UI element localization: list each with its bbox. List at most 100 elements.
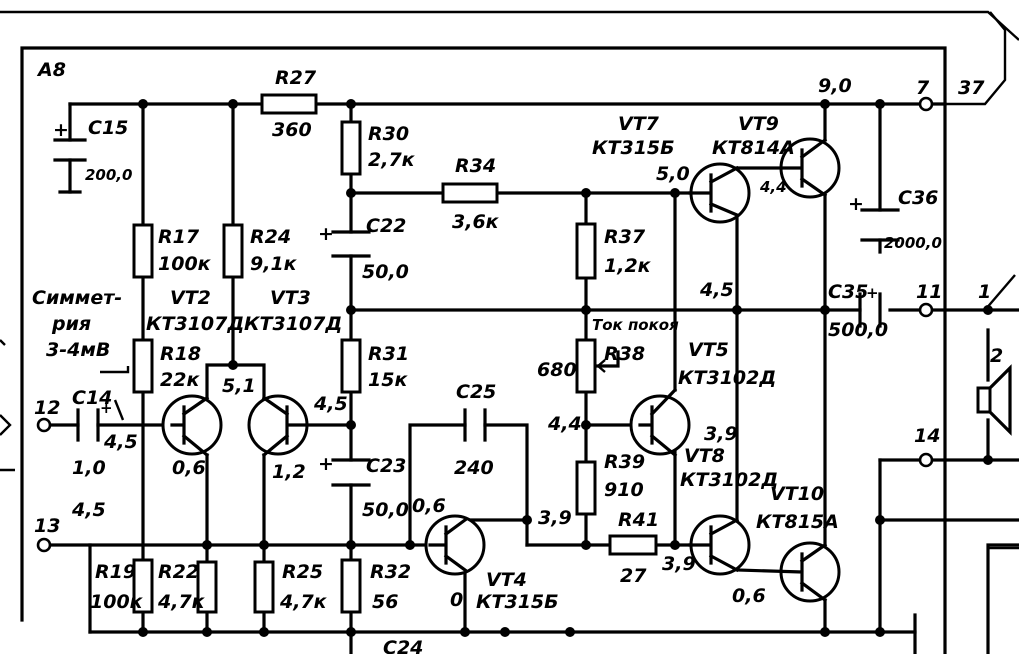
label-r32-ref: R32 — [370, 561, 411, 583]
pin1-arrow — [984, 274, 1016, 311]
label-c35-ref: C35 — [828, 281, 868, 303]
r18-trimmer-wiper — [100, 366, 130, 421]
label-vt8-ref: VT8 — [684, 445, 725, 467]
label-vt8-type: КТ3102Д — [680, 469, 778, 491]
label-c15-ref: C15 — [88, 117, 128, 139]
transistor-vt7 — [688, 162, 751, 224]
c36-plus: + — [848, 193, 864, 215]
pin-label-7: 7 — [916, 77, 930, 99]
c35-plus: + — [866, 284, 879, 302]
board-label: A8 — [36, 59, 66, 81]
label-vt10-ref: VT10 — [770, 483, 824, 505]
terminal-11 — [918, 302, 934, 318]
label-r37-ref: R37 — [604, 226, 646, 248]
label-r41-value: 27 — [620, 565, 647, 587]
label-r39-value: 910 — [604, 479, 644, 501]
voltage-vt3-emitter: 1,2 — [272, 461, 306, 483]
resistor-r24 — [222, 223, 244, 279]
label-r19-ref: R19 — [95, 561, 136, 583]
label-c14-ref: C14 — [72, 387, 112, 409]
label-r27-ref: R27 — [275, 67, 317, 89]
label-r19-value: 100к — [90, 591, 144, 613]
junctions — [138, 99, 993, 637]
terminal-14 — [918, 452, 934, 468]
annotation-symmetry-2: рия — [51, 313, 91, 335]
c15-plus: + — [53, 119, 69, 141]
voltage-vt5-emitter: 3,9 — [704, 423, 738, 445]
label-c36-ref: C36 — [898, 187, 938, 209]
label-c22-ref: C22 — [366, 215, 406, 237]
label-c22-value: 50,0 — [362, 261, 409, 283]
label-r27-value: 360 — [272, 119, 312, 141]
label-c14-value: 1,0 — [72, 457, 106, 479]
label-r22-value: 4,7к — [157, 591, 206, 613]
label-vt5-ref: VT5 — [688, 339, 729, 361]
label-r34-ref: R34 — [455, 155, 496, 177]
transistor-vt5 — [629, 387, 691, 458]
label-vt2-type: КТ3107Д — [146, 313, 244, 335]
c14-plus: + — [100, 399, 113, 417]
label-r34-value: 3,6к — [452, 211, 500, 233]
label-vt7-type: КТ315Б — [592, 137, 675, 159]
label-vt3-type: КТ3107Д — [244, 313, 342, 335]
terminal-12 — [36, 417, 52, 433]
voltage-r41-right: 3,9 — [662, 553, 696, 575]
resistors — [132, 93, 658, 614]
label-c25-ref: C25 — [456, 381, 496, 403]
label-vt4-type: КТ315Б — [476, 591, 559, 613]
voltage-vt5-base: 4,4 — [547, 413, 582, 435]
label-r32-value: 56 — [372, 591, 398, 613]
voltage-vt4-emitter: 0 — [450, 589, 463, 611]
label-r31-ref: R31 — [368, 343, 409, 365]
capacitors — [53, 138, 900, 487]
label-vt3-ref: VT3 — [270, 287, 311, 309]
resistor-r41 — [608, 534, 658, 556]
c22-plus: + — [318, 223, 334, 245]
resistor-r31 — [340, 338, 362, 394]
label-c25-value: 240 — [454, 457, 494, 479]
label-r18-ref: R18 — [160, 343, 201, 365]
resistor-r34 — [441, 182, 499, 204]
transistor-vt10 — [735, 541, 841, 603]
pin-label-37: 37 — [958, 77, 985, 99]
resistor-r19 — [132, 558, 154, 614]
label-r17-ref: R17 — [158, 226, 200, 248]
label-vt4-ref: VT4 — [486, 569, 527, 591]
outer-frame — [0, 10, 1019, 41]
resistor-r32 — [340, 558, 362, 614]
transistor-vt2 — [161, 394, 223, 458]
terminal-13 — [36, 537, 52, 553]
terminals — [36, 96, 934, 553]
annotation-symmetry-1: Симмет- — [32, 287, 122, 309]
voltage-vt7-base: 5,0 — [656, 163, 690, 185]
label-vt2-ref: VT2 — [170, 287, 211, 309]
label-r17-value: 100к — [158, 253, 212, 275]
label-r24-ref: R24 — [250, 226, 291, 248]
annotation-idle-current: Ток покоя — [592, 316, 679, 334]
resistor-r38 — [575, 338, 597, 394]
label-r30-value: 2,7к — [368, 149, 416, 171]
label-r18-value: 22к — [160, 369, 200, 391]
resistor-r18 — [132, 338, 154, 394]
label-c35-value: 500,0 — [828, 319, 888, 341]
label-r38-value: 680 — [537, 359, 577, 381]
lead-37 — [945, 11, 1007, 106]
terminal-7 — [918, 96, 934, 112]
resistor-r30 — [340, 120, 362, 176]
label-vt10-type: КТ815А — [756, 511, 839, 533]
transistor-vt3 — [247, 394, 309, 458]
voltage-vt2-emitter: 0,6 — [172, 457, 206, 479]
label-r22-ref: R22 — [158, 561, 199, 583]
label-c23-value: 50,0 — [362, 499, 409, 521]
label-r25-value: 4,7к — [279, 591, 328, 613]
voltage-vt4-collector: 3,9 — [538, 507, 572, 529]
voltage-c14-node: 4,5 — [103, 431, 138, 453]
voltage-output-mid: 4,5 — [699, 279, 734, 301]
resistor-r25 — [253, 560, 275, 614]
label-r25-ref: R25 — [282, 561, 323, 583]
board-outline — [20, 46, 947, 654]
annotation-symmetry-3: 3-4мВ — [46, 339, 110, 361]
voltage-vt3-base: 4,5 — [313, 393, 348, 415]
voltage-vt9-base: 4,4 — [759, 178, 787, 196]
